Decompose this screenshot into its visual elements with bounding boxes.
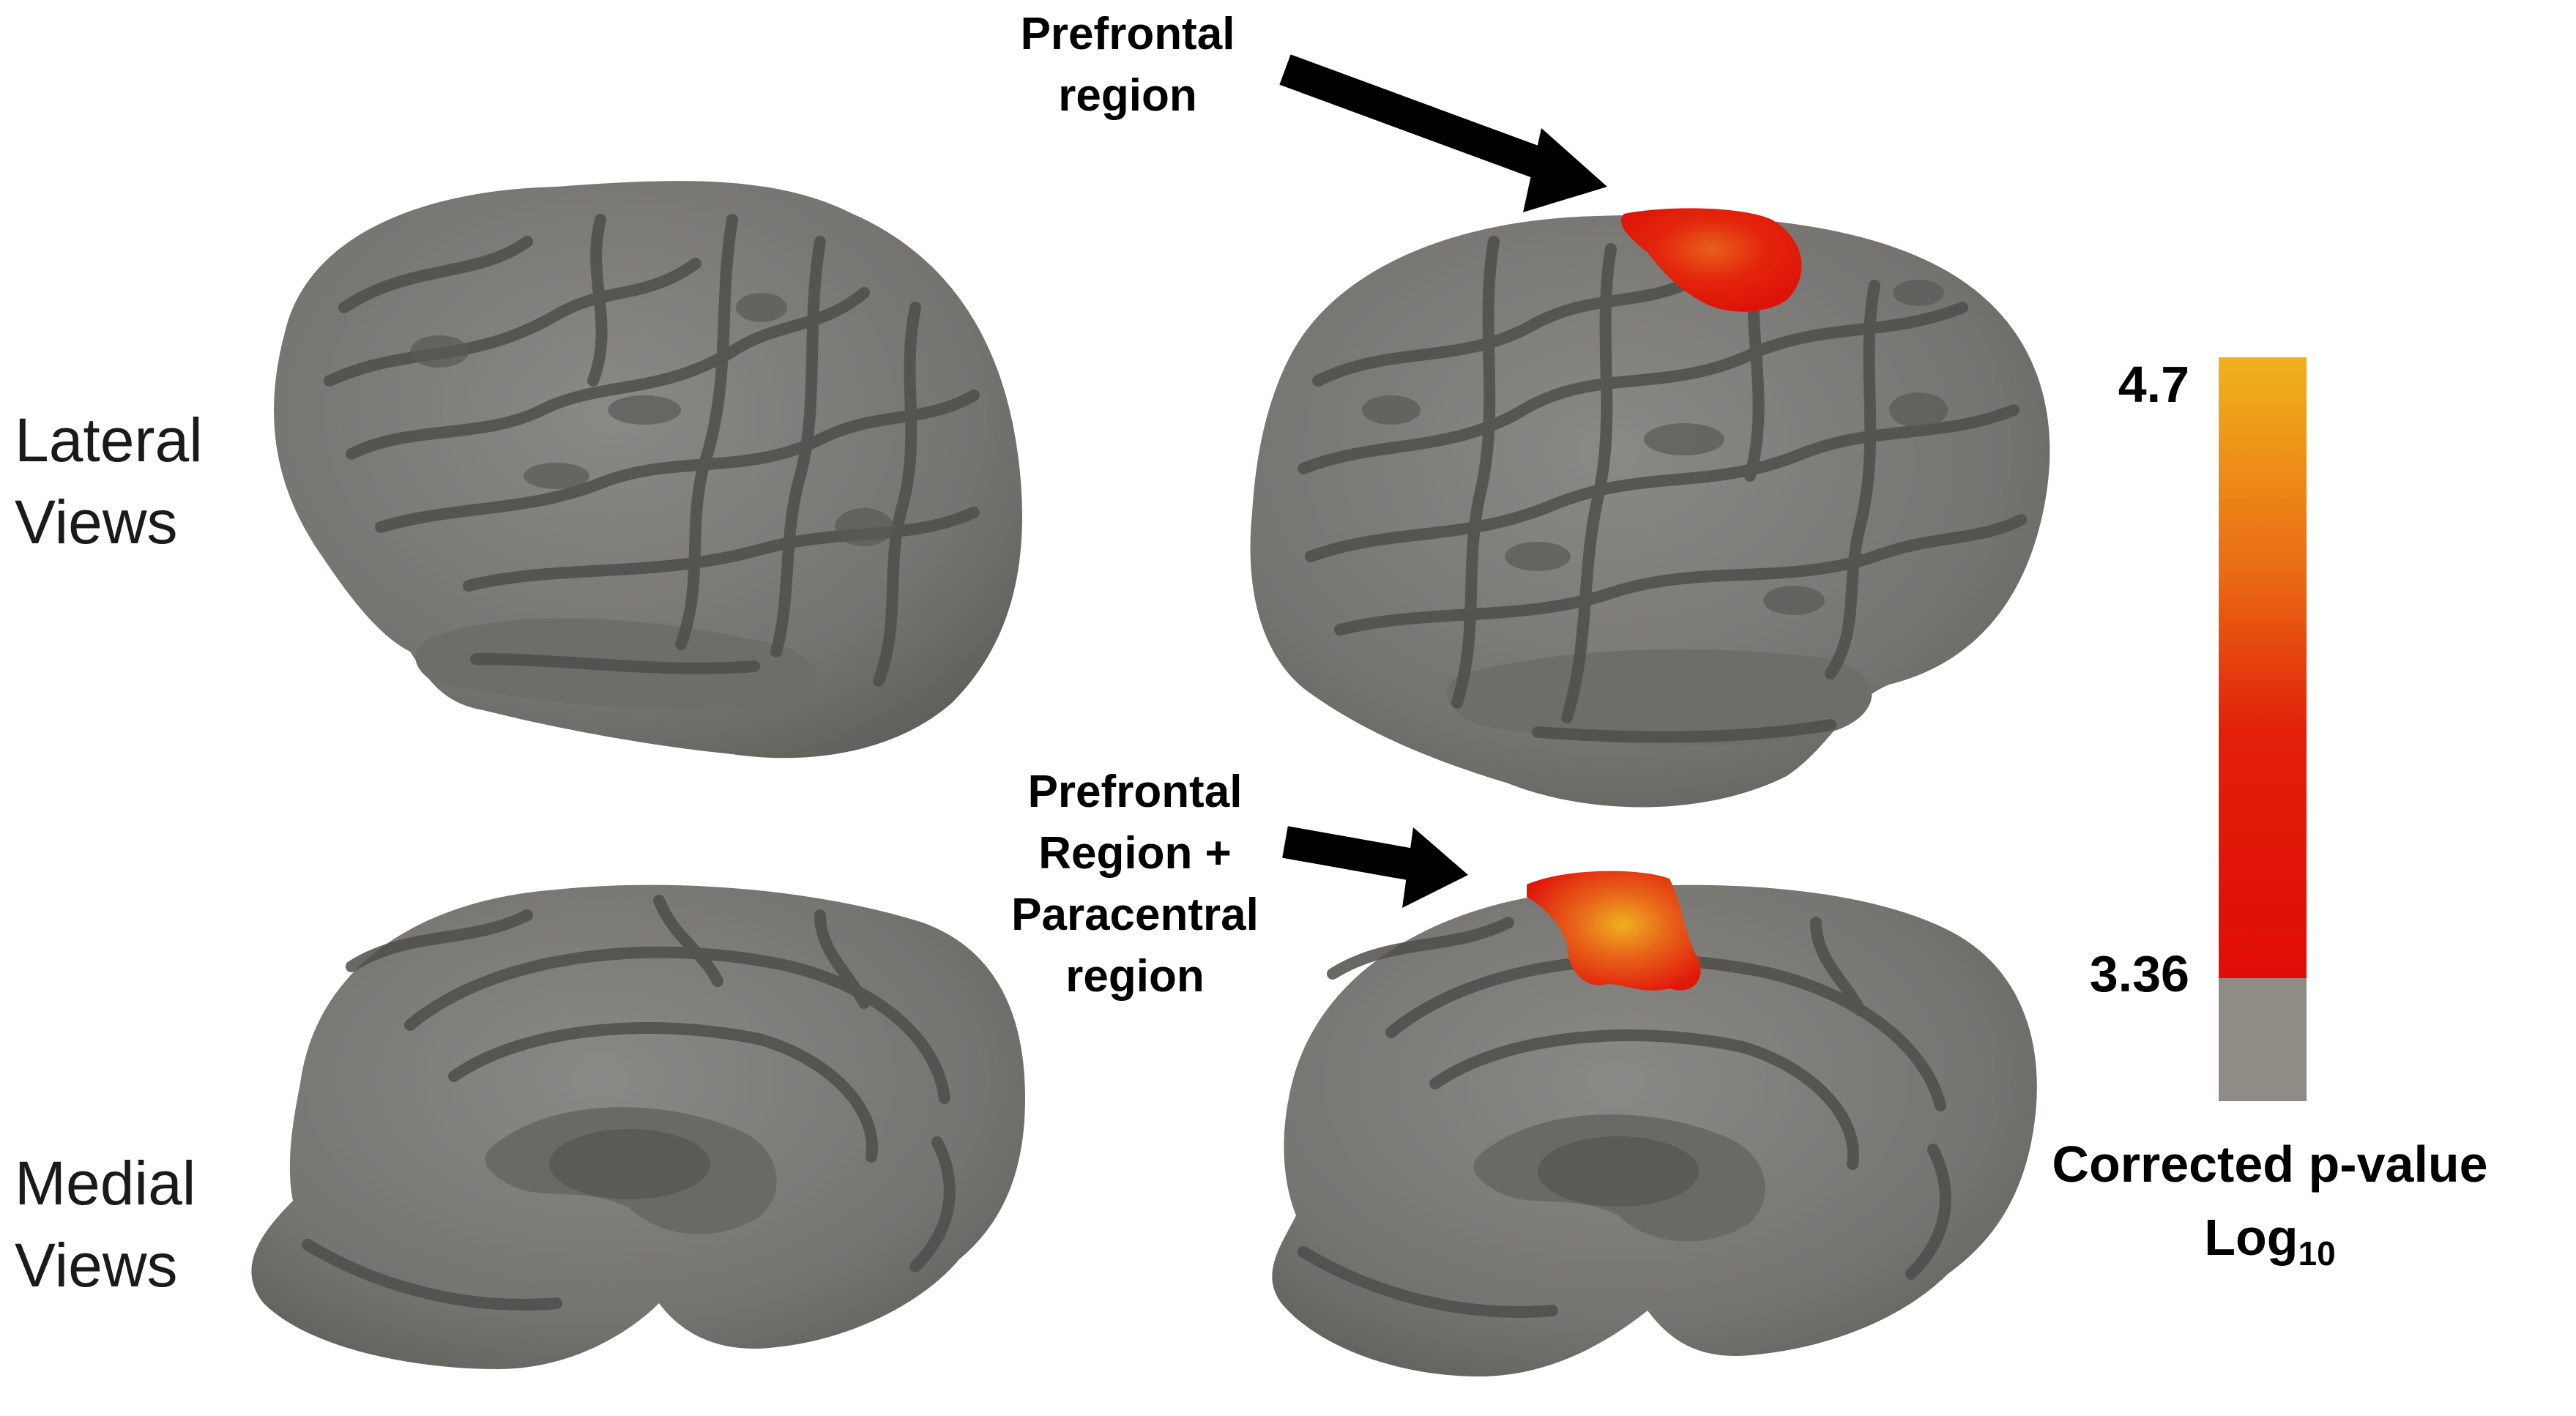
brain-medial-right [1272,871,2037,1376]
medial-label-line1: Medial [15,1149,196,1218]
colorbar-below-threshold [2219,978,2307,1101]
annotation-bottom-line2: Region + [1038,828,1232,879]
colorbar-gradient [2219,357,2307,978]
lateral-views-label: Lateral Views [15,399,203,563]
brain-lateral-right [1250,208,2050,808]
lateral-label-line1: Lateral [15,406,203,474]
colorbar-title: Corrected p-value Log10 [1992,1128,2548,1290]
annotation-top-line2: region [1058,70,1197,121]
lateral-label-line2: Views [15,488,178,556]
annotation-prefrontal-paracentral: Prefrontal Region + Paracentral region [981,761,1289,1007]
colorbar [2219,357,2307,1101]
annotation-bottom-line4: region [1065,951,1205,1002]
medial-label-line2: Views [15,1231,178,1300]
colorbar-title-line2: Log10 [1992,1201,2548,1290]
medial-views-label: Medial Views [15,1142,196,1306]
annotation-prefrontal: Prefrontal region [981,4,1274,127]
annotation-bottom-line3: Paracentral [1011,890,1259,940]
colorbar-title-log: Log [2204,1209,2298,1266]
colorbar-min-label: 3.36 [2089,945,2189,1002]
activation-prefrontal [1620,208,1802,312]
arrow-top [1279,54,1607,212]
colorbar-title-sub: 10 [2298,1234,2336,1272]
activation-prefrontal-paracentral [1527,871,1701,991]
annotation-bottom-line1: Prefrontal [1027,767,1243,817]
annotation-top-line1: Prefrontal [1020,9,1235,59]
colorbar-max-label: 4.7 [2118,356,2189,413]
brain-medial-left [251,884,1026,1369]
brain-lateral-left [274,181,1022,759]
arrow-bottom [1282,826,1468,908]
colorbar-title-line1: Corrected p-value [2052,1136,2488,1193]
